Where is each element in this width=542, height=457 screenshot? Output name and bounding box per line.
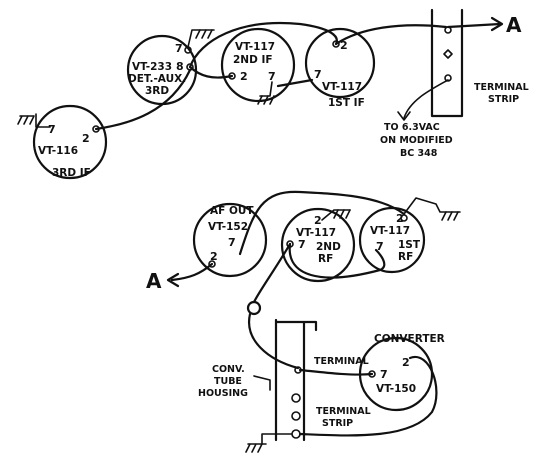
vt117-1st-rf-name: VT-117 — [370, 225, 410, 237]
connector-a-lower: A — [146, 269, 162, 293]
vt117-2nd-if-stage: 2ND IF — [233, 54, 273, 66]
vt152-pin-7: 7 — [228, 236, 236, 249]
housing-leader — [253, 375, 271, 391]
vt233-name: VT-233 — [132, 61, 172, 73]
vt233-line3: 3RD — [145, 85, 169, 97]
socket-vt117-1st-if: 2 7 VT-117 1ST IF — [304, 27, 376, 109]
vt117-1st-if-name: VT-117 — [322, 81, 362, 93]
vt117-1st-if-pin-2: 2 — [340, 39, 348, 52]
socket-vt116: 7 2 VT-116 3RD IF — [32, 104, 108, 180]
housing-label-2: TUBE — [214, 376, 242, 387]
housing-feedthrough — [246, 300, 262, 316]
vt117-2nd-rf-pin-7: 7 — [298, 238, 306, 251]
vt117-1st-rf-pin-2: 2 — [396, 212, 404, 225]
vt116-name: VT-116 — [38, 145, 78, 157]
vt150-name: VT-150 — [376, 383, 416, 395]
housing-label-3: HOUSING — [198, 388, 248, 399]
vt233-line2: DET.-AUX. — [128, 73, 186, 85]
socket-vt117-2nd-rf: 2 VT-117 7 2ND RF — [280, 207, 356, 283]
ground-symbol-vt117-2nd-rf — [321, 209, 351, 221]
wire-to-connector-a-upper — [446, 22, 502, 29]
terminal-strip-lower-lug-3 — [291, 411, 301, 421]
socket-vt152: AF OUT VT-152 7 2 — [192, 202, 268, 278]
wire-vt117-1st-to-strip — [334, 24, 448, 46]
vt117-2nd-rf-pin-2: 2 — [314, 214, 322, 227]
wire-vt116-to-vt233 — [94, 68, 192, 131]
terminal-label: TERMINAL — [314, 356, 369, 367]
note-line-3: BC 348 — [400, 148, 438, 159]
terminal-strip-upper-label-1: TERMINAL — [474, 82, 529, 93]
vt117-2nd-if-pin-7: 7 — [268, 70, 276, 83]
terminal-strip-lower-label-1: TERMINAL — [316, 406, 371, 417]
wire-to-6v3-note — [403, 79, 449, 119]
note-line-1: TO 6.3VAC — [384, 122, 440, 133]
vt117-1st-rf-stage-a: 1ST — [398, 239, 421, 251]
terminal-strip-upper-label-2: STRIP — [488, 94, 519, 105]
wire-vt233-to-vt117-1st — [188, 21, 338, 69]
wire-vt117-2nd-to-vt117-1st — [276, 78, 314, 88]
vt117-2nd-if-pin-2: 2 — [240, 70, 248, 83]
terminal-strip-upper — [430, 8, 464, 118]
vt117-1st-rf-stage-b: RF — [398, 251, 413, 263]
vt117-2nd-rf-stage-a: 2ND — [316, 241, 341, 253]
arrow-to-connector-a-upper — [490, 16, 504, 32]
vt117-2nd-rf-name: VT-117 — [296, 227, 336, 239]
vt117-1st-if-stage: 1ST IF — [328, 97, 365, 109]
arrow-to-connector-a-lower — [166, 272, 180, 288]
vt150-pin-2: 2 — [402, 356, 410, 369]
socket-vt117-2nd-if: VT-117 2ND IF 7 2 — [220, 27, 296, 103]
socket-vt117-1st-rf: 2 VT-117 7 1ST RF — [358, 206, 426, 274]
wire-terminal-to-vt150 — [298, 368, 374, 376]
vt150-pin-7: 7 — [380, 368, 388, 381]
wire-vt152-to-connector-a-lower — [170, 262, 214, 282]
arrow-to-6v3-note — [397, 111, 411, 121]
vt117-2nd-if-name: VT-117 — [235, 41, 275, 53]
ground-symbol-vt117-2nd — [257, 81, 275, 105]
vt233-pin-8: 8 — [176, 60, 184, 73]
vt117-1st-rf-pin-7: 7 — [376, 240, 384, 253]
socket-vt233: VT-233 DET.-AUX. 3RD 7 8 — [126, 34, 198, 106]
vt116-stage: 3RD IF — [52, 167, 91, 179]
vt116-pin-7: 7 — [48, 123, 56, 136]
wire-feedthrough-to-terminal — [247, 312, 300, 370]
converter-title: CONVERTER — [374, 333, 445, 345]
vt117-1st-if-pin-7: 7 — [314, 68, 322, 81]
vt233-pin-7: 7 — [175, 42, 183, 55]
terminal-strip-upper-lug-2 — [444, 74, 452, 82]
ground-symbol-vt117-1st-rf — [403, 197, 461, 221]
vt152-pin-2-terminal — [208, 260, 216, 268]
vt152-pin-2: 2 — [210, 250, 218, 263]
wire-vt117-2nd-rf-to-vt117-1st-rf — [288, 242, 386, 279]
ground-symbol-vt116 — [17, 113, 51, 128]
note-line-2: ON MODIFIED — [380, 135, 453, 146]
vt117-2nd-rf-stage-b: RF — [318, 253, 333, 265]
vt152-name: VT-152 — [208, 221, 248, 233]
ground-symbol-lower-strip — [245, 433, 293, 453]
ground-symbol-vt233 — [187, 29, 215, 48]
wire-vt233-to-vt117-2nd — [188, 65, 234, 79]
vt116-pin-2: 2 — [82, 132, 90, 145]
terminal-strip-lower — [274, 318, 318, 442]
terminal-strip-lower-label-2: STRIP — [322, 418, 353, 429]
wire-vt150-to-strip — [298, 355, 438, 437]
wire-vt117-2nd-rf-to-feedthrough — [252, 242, 292, 304]
housing-label-1: CONV. — [212, 364, 245, 375]
terminal-strip-lower-lug-4 — [291, 429, 301, 439]
terminal-strip-lower-lug-2 — [291, 393, 301, 403]
vt152-title: AF OUT — [210, 205, 254, 217]
wire-vt152-to-vt117-1st-rf — [238, 190, 406, 256]
connector-a-upper: A — [506, 13, 522, 37]
